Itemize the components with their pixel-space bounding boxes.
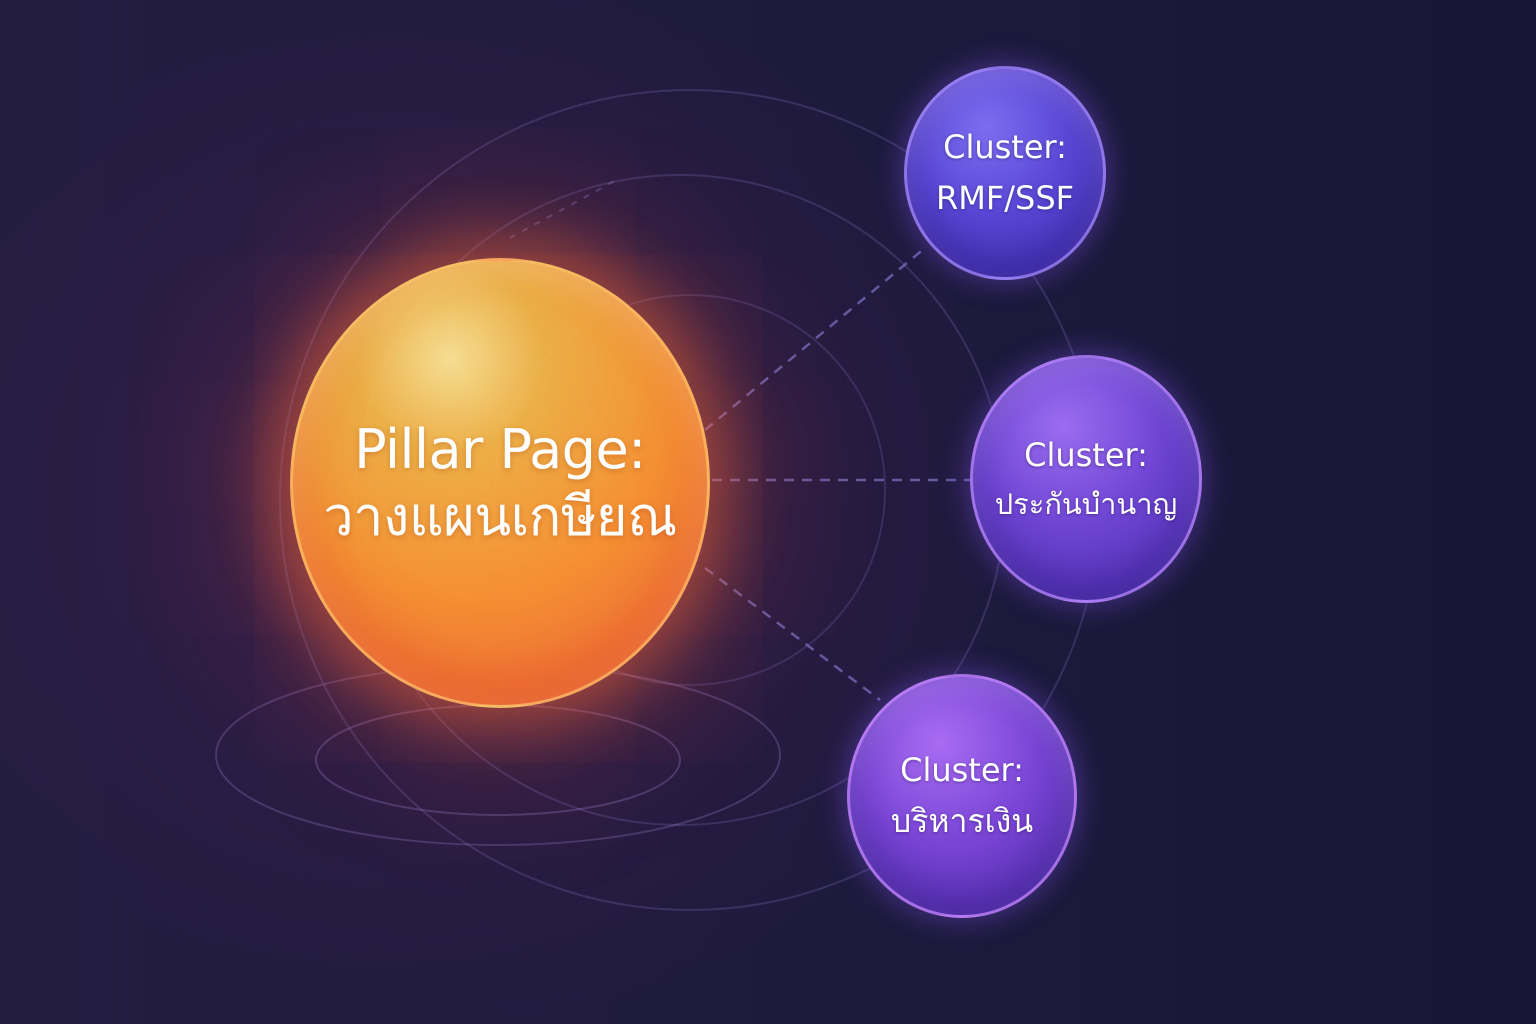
cluster-label-topic: บริหารเงิน [890,802,1034,840]
cluster-bubble-money-management[interactable]: Cluster: บริหารเงิน [847,674,1077,918]
connector-pillar-to-money [704,567,881,701]
cluster-label-heading: Cluster: [900,750,1024,789]
pillar-title-line2: วางแผนเกษียณ [323,485,677,548]
cluster-label-heading: Cluster: [943,127,1067,166]
cluster-label-heading: Cluster: [1024,436,1148,475]
pillar-page-bubble[interactable]: Pillar Page: วางแผนเกษียณ [290,258,710,708]
cluster-bubble-rmf-ssf[interactable]: Cluster: RMF/SSF [904,66,1106,280]
pillar-title-line1: Pillar Page: [354,417,646,481]
base-ellipse-inner [315,704,681,816]
cluster-label-topic: RMF/SSF [935,179,1075,217]
cluster-bubble-pension-insurance[interactable]: Cluster: ประกันบำนาญ [970,355,1202,603]
cluster-label-topic: ประกันบำนาญ [994,487,1178,522]
connector-pillar-to-rmf [704,247,926,431]
connector-upper-dotted [509,177,621,239]
